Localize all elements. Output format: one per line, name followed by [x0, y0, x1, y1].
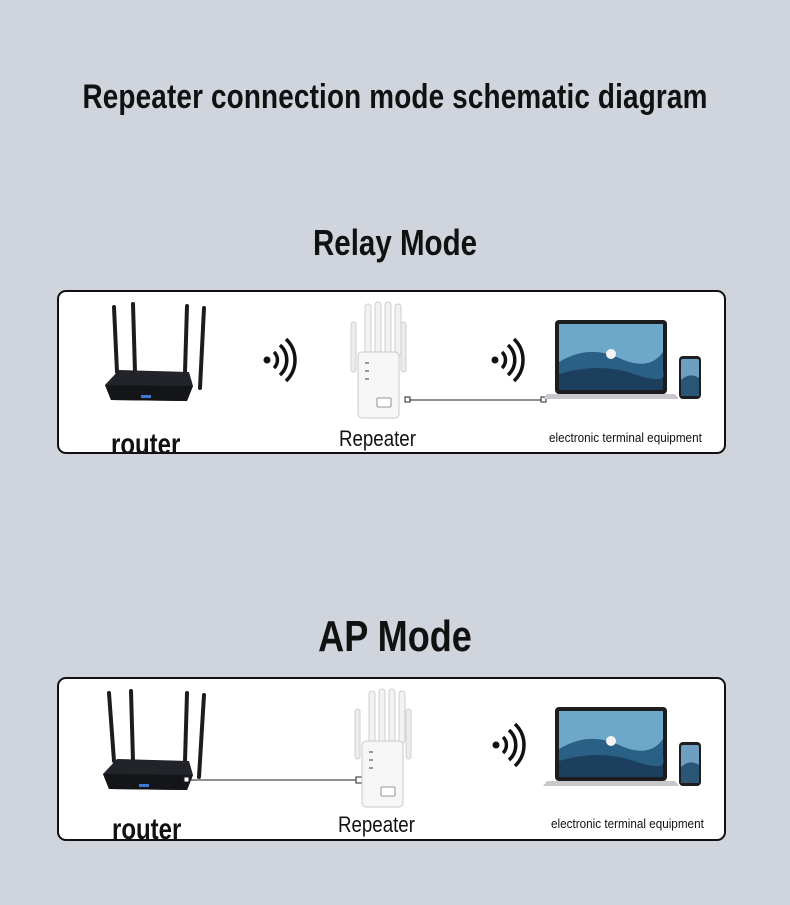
relay-mode-panel: router Repeater electronic terminal equi… — [57, 290, 726, 454]
phone-icon — [679, 742, 701, 786]
wifi-signal-icon — [263, 337, 297, 383]
page-title: Repeater connection mode schematic diagr… — [82, 78, 708, 116]
wifi-signal-icon — [492, 722, 526, 768]
device-label: electronic terminal equipment — [551, 816, 704, 831]
router-icon — [103, 689, 206, 790]
ethernet-cable — [404, 396, 547, 403]
relay-mode-title: Relay Mode — [312, 222, 478, 263]
router-label: router — [111, 428, 181, 454]
ap-mode-title: AP Mode — [318, 612, 472, 661]
device-label: electronic terminal equipment — [549, 430, 702, 445]
router-icon — [105, 302, 206, 401]
repeater-label: Repeater — [339, 426, 416, 451]
repeater-icon — [354, 688, 412, 808]
laptop-icon — [543, 707, 679, 786]
laptop-icon — [543, 320, 679, 399]
ap-mode-panel: router Repeater electronic terminal equi… — [57, 677, 726, 841]
router-label: router — [112, 813, 182, 841]
repeater-label: Repeater — [338, 812, 415, 837]
wifi-signal-icon — [491, 337, 525, 383]
ethernet-cable — [183, 776, 363, 784]
phone-icon — [679, 356, 701, 399]
repeater-icon — [350, 301, 407, 419]
